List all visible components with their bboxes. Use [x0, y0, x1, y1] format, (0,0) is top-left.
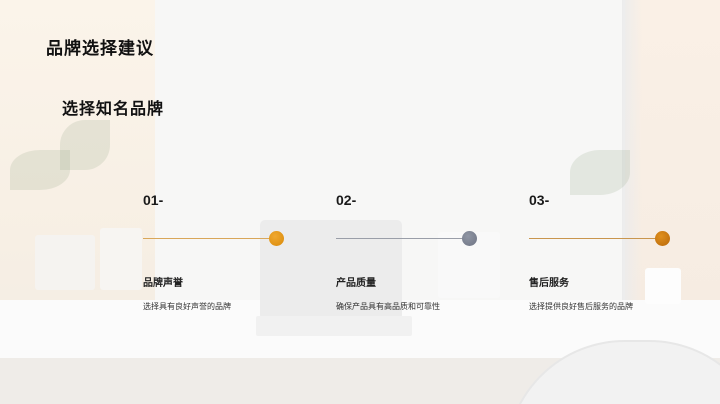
timeline-line: [336, 238, 466, 239]
step-3: 03- 售后服务 选择提供良好售后服务的品牌: [529, 192, 679, 311]
background-shadow: [622, 0, 642, 330]
plant-pot-decoration: [100, 228, 142, 290]
step-1: 01- 品牌声誉 选择具有良好声誉的品牌: [143, 192, 293, 311]
step-description: 选择具有良好声誉的品牌: [143, 302, 231, 311]
timeline-dot-icon: [462, 231, 477, 246]
step-2: 02- 产品质量 确保产品具有高品质和可靠性: [336, 192, 486, 311]
step-heading: 产品质量: [336, 278, 376, 289]
mug-decoration: [645, 268, 681, 304]
step-heading: 品牌声誉: [143, 278, 183, 289]
slide-subtitle: 选择知名品牌: [62, 99, 165, 118]
timeline-line: [529, 238, 659, 239]
plant-leaf-decoration: [60, 120, 110, 170]
timeline-dot-icon: [655, 231, 670, 246]
step-description: 选择提供良好售后服务的品牌: [529, 302, 633, 311]
timeline-line: [143, 238, 273, 239]
laptop-base-decoration: [256, 316, 412, 336]
step-number: 02-: [336, 192, 357, 208]
plant-leaf-decoration: [570, 150, 630, 195]
slide-title: 品牌选择建议: [46, 39, 154, 59]
step-heading: 售后服务: [529, 278, 569, 289]
plant-leaf-decoration: [10, 150, 70, 190]
timeline-dot-icon: [269, 231, 284, 246]
plant-pot-decoration: [35, 235, 95, 290]
step-number: 03-: [529, 192, 550, 208]
step-description: 确保产品具有高品质和可靠性: [336, 302, 440, 311]
step-number: 01-: [143, 192, 164, 208]
